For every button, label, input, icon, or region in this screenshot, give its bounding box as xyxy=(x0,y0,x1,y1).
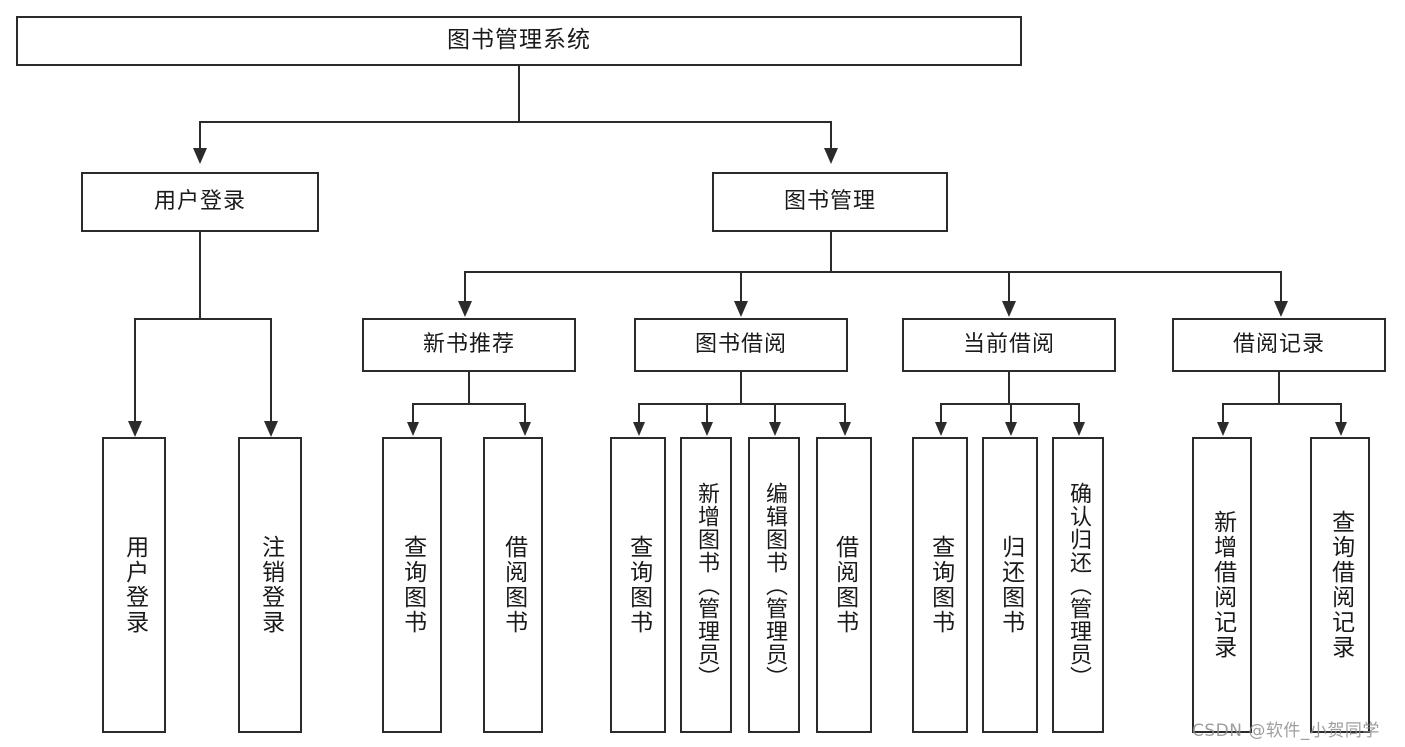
node-book-manage[interactable]: 图书管理 xyxy=(712,172,948,232)
node-leaf-add-book[interactable]: 新增图书（管理员） xyxy=(680,437,732,733)
csdn-watermark: CSDN @软件_小贺同学 xyxy=(1192,721,1380,741)
node-leaf-logout-label: 注销登录 xyxy=(257,535,284,635)
node-root-label: 图书管理系统 xyxy=(447,27,591,54)
arrowhead-book-manage xyxy=(824,148,838,164)
node-book-manage-label: 图书管理 xyxy=(783,188,876,214)
node-new-book-rec[interactable]: 新书推荐 xyxy=(362,318,576,372)
arrowhead-leaf-add-record xyxy=(1217,422,1229,436)
connector-user-login-stem xyxy=(199,232,201,318)
connector-borrow-record-stem xyxy=(1278,372,1280,403)
connector-to-current-borrow xyxy=(1008,271,1010,303)
node-root[interactable]: 图书管理系统 xyxy=(16,16,1022,66)
node-leaf-query-record[interactable]: 查询借阅记录 xyxy=(1310,437,1370,733)
connector-book-manage-stem xyxy=(830,232,832,271)
node-leaf-confirm-return-label: 确认归还（管理员） xyxy=(1065,481,1091,689)
connector-root-stem xyxy=(518,66,520,121)
arrowhead-leaf-query-book-3 xyxy=(935,422,947,436)
node-leaf-add-record[interactable]: 新增借阅记录 xyxy=(1192,437,1252,733)
arrowhead-leaf-borrow-book-1 xyxy=(519,422,531,436)
node-user-login[interactable]: 用户登录 xyxy=(81,172,319,232)
connector-to-leaf-query-book-2 xyxy=(638,403,640,423)
node-leaf-query-book-1[interactable]: 查询图书 xyxy=(382,437,442,733)
arrowhead-leaf-borrow-book-2 xyxy=(839,422,851,436)
connector-to-borrow-record xyxy=(1280,271,1282,303)
connector-book-borrow-stem xyxy=(740,372,742,403)
arrowhead-borrow-record xyxy=(1274,301,1288,317)
arrowhead-leaf-query-book-1 xyxy=(407,422,419,436)
arrowhead-leaf-logout xyxy=(264,421,278,437)
connector-new-book-rec-stem xyxy=(468,372,470,403)
connector-book-manage-bus xyxy=(464,271,1280,273)
connector-root-to-user-login xyxy=(199,121,201,150)
connector-book-borrow-bus xyxy=(638,403,846,405)
connector-root-to-book-manage xyxy=(830,121,832,150)
node-leaf-user-login[interactable]: 用户登录 xyxy=(102,437,166,733)
node-leaf-add-record-label: 新增借阅记录 xyxy=(1209,510,1236,660)
arrowhead-leaf-query-book-2 xyxy=(633,422,645,436)
node-leaf-borrow-book-2[interactable]: 借阅图书 xyxy=(816,437,872,733)
node-leaf-query-book-2[interactable]: 查询图书 xyxy=(610,437,666,733)
node-book-borrow-label: 图书借阅 xyxy=(694,331,787,357)
node-user-login-label: 用户登录 xyxy=(153,188,246,214)
node-current-borrow-label: 当前借阅 xyxy=(962,331,1055,357)
node-current-borrow[interactable]: 当前借阅 xyxy=(902,318,1116,372)
connector-to-leaf-borrow-book-1 xyxy=(524,403,526,423)
node-leaf-return-book[interactable]: 归还图书 xyxy=(982,437,1038,733)
node-leaf-query-book-1-label: 查询图书 xyxy=(399,535,426,635)
connector-to-leaf-add-record xyxy=(1222,403,1224,423)
connector-user-login-bus xyxy=(134,318,271,320)
connector-to-book-borrow xyxy=(740,271,742,303)
node-leaf-edit-book[interactable]: 编辑图书（管理员） xyxy=(748,437,800,733)
connector-borrow-record-bus xyxy=(1222,403,1340,405)
connector-to-leaf-query-book-3 xyxy=(940,403,942,423)
connector-to-new-book-rec xyxy=(464,271,466,303)
connector-to-leaf-borrow-book-2 xyxy=(844,403,846,423)
arrowhead-leaf-confirm-return xyxy=(1073,422,1085,436)
node-leaf-add-book-label: 新增图书（管理员） xyxy=(693,481,719,689)
connector-to-leaf-logout xyxy=(270,318,272,423)
connector-to-leaf-edit-book xyxy=(774,403,776,423)
connector-new-book-rec-bus xyxy=(412,403,524,405)
node-leaf-borrow-book-1-label: 借阅图书 xyxy=(500,535,527,635)
node-leaf-user-login-label: 用户登录 xyxy=(121,535,148,635)
node-leaf-borrow-book-1[interactable]: 借阅图书 xyxy=(483,437,543,733)
arrowhead-book-borrow xyxy=(734,301,748,317)
connector-to-leaf-user-login xyxy=(134,318,136,423)
connector-root-bus xyxy=(199,121,832,123)
connector-to-leaf-confirm-return xyxy=(1078,403,1080,423)
connector-to-leaf-return-book xyxy=(1010,403,1012,423)
node-leaf-edit-book-label: 编辑图书（管理员） xyxy=(761,481,787,689)
connector-to-leaf-query-record xyxy=(1340,403,1342,423)
node-new-book-rec-label: 新书推荐 xyxy=(422,331,515,357)
node-leaf-logout[interactable]: 注销登录 xyxy=(238,437,302,733)
connector-to-leaf-add-book xyxy=(706,403,708,423)
node-leaf-query-book-2-label: 查询图书 xyxy=(625,535,652,635)
arrowhead-user-login xyxy=(193,148,207,164)
node-leaf-borrow-book-2-label: 借阅图书 xyxy=(831,535,858,635)
arrowhead-leaf-return-book xyxy=(1005,422,1017,436)
node-leaf-return-book-label: 归还图书 xyxy=(997,535,1024,635)
arrowhead-leaf-query-record xyxy=(1335,422,1347,436)
arrowhead-leaf-add-book xyxy=(701,422,713,436)
node-borrow-record[interactable]: 借阅记录 xyxy=(1172,318,1386,372)
node-borrow-record-label: 借阅记录 xyxy=(1232,331,1325,357)
arrowhead-leaf-user-login xyxy=(128,421,142,437)
arrowhead-leaf-edit-book xyxy=(769,422,781,436)
node-leaf-confirm-return[interactable]: 确认归还（管理员） xyxy=(1052,437,1104,733)
node-leaf-query-record-label: 查询借阅记录 xyxy=(1327,510,1354,660)
node-leaf-query-book-3[interactable]: 查询图书 xyxy=(912,437,968,733)
connector-to-leaf-query-book-1 xyxy=(412,403,414,423)
node-book-borrow[interactable]: 图书借阅 xyxy=(634,318,848,372)
arrowhead-current-borrow xyxy=(1002,301,1016,317)
arrowhead-new-book-rec xyxy=(458,301,472,317)
node-leaf-query-book-3-label: 查询图书 xyxy=(927,535,954,635)
connector-current-borrow-stem xyxy=(1008,372,1010,403)
